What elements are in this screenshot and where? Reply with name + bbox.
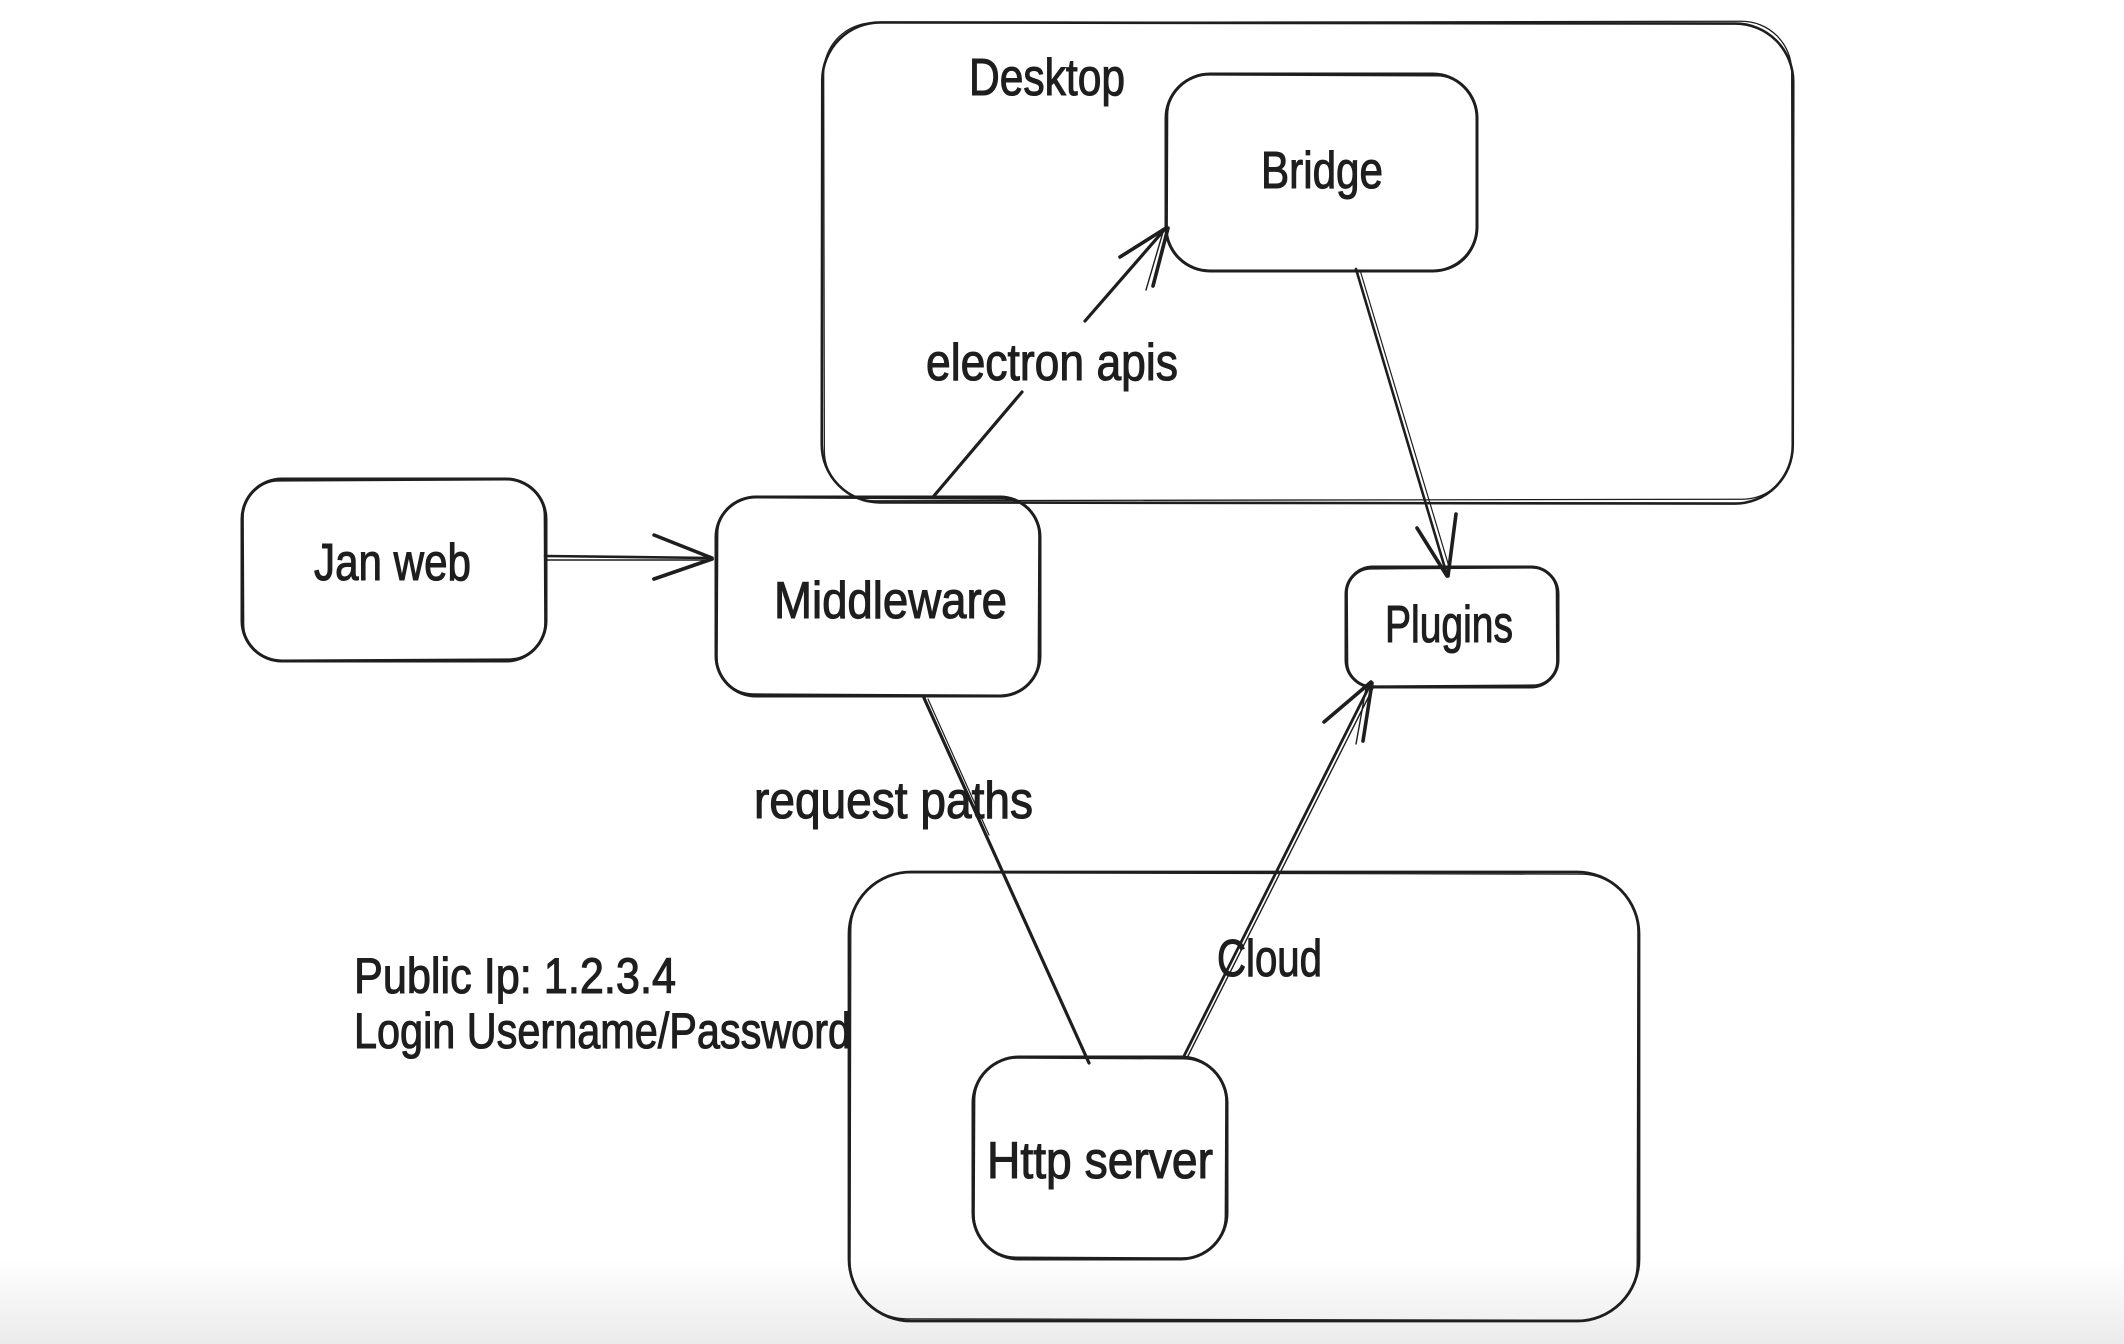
svg-text:request paths: request paths: [754, 772, 1033, 830]
svg-text:Bridge: Bridge: [1261, 142, 1383, 200]
svg-text:Desktop: Desktop: [969, 49, 1125, 107]
svg-text:Public Ip: 1.2.3.4: Public Ip: 1.2.3.4: [354, 948, 676, 1004]
svg-text:Middleware: Middleware: [774, 572, 1007, 630]
svg-text:Http server: Http server: [987, 1132, 1213, 1190]
svg-text:Cloud: Cloud: [1217, 930, 1322, 988]
svg-text:Login Username/Password: Login Username/Password: [354, 1003, 851, 1059]
svg-text:Jan web: Jan web: [314, 534, 471, 592]
svg-text:Plugins: Plugins: [1385, 596, 1513, 654]
svg-text:electron apis: electron apis: [926, 334, 1178, 392]
